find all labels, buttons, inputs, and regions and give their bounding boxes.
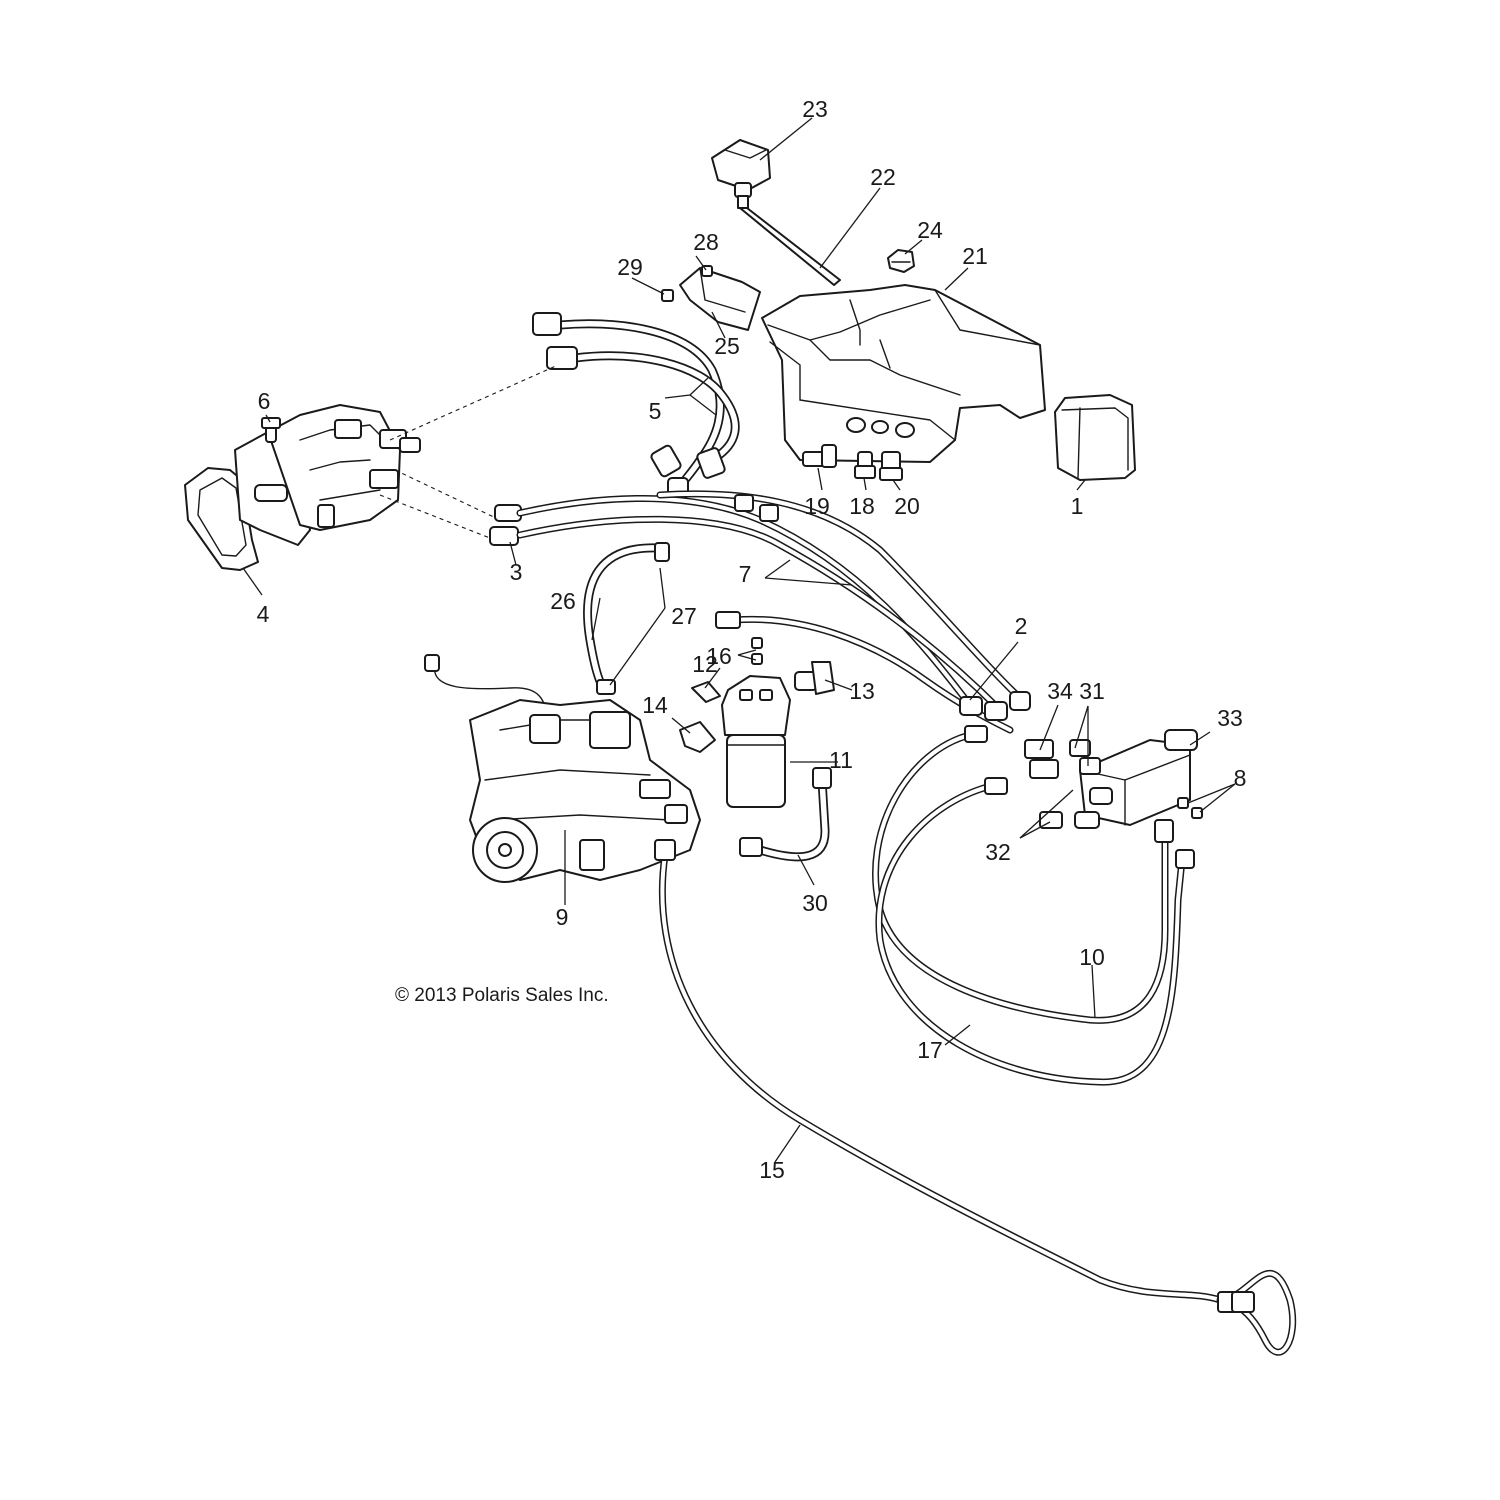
- callout-17: 17: [917, 1037, 943, 1063]
- part-23-dipstick-cap: [711, 139, 771, 209]
- part-8-bolts: [1177, 797, 1203, 819]
- part-22-dipstick: [739, 207, 841, 286]
- callout-30: 30: [802, 890, 828, 916]
- part-25-bracket: [679, 267, 761, 331]
- part-14-fitting: [679, 721, 716, 753]
- callout-9: 9: [556, 904, 569, 930]
- leader-lines: [242, 117, 1236, 1163]
- callout-25: 25: [714, 333, 740, 359]
- part-15-return-line: [654, 839, 1297, 1356]
- part-5-hoses: [532, 312, 740, 499]
- copyright-notice: © 2013 Polaris Sales Inc.: [395, 985, 609, 1006]
- callout-12: 12: [692, 651, 718, 677]
- callout-labels: 23 22 24 21 28 29 25 5 6 4 3 19 18 20 1 …: [257, 96, 1247, 1183]
- callout-26: 26: [550, 588, 576, 614]
- callout-34: 34: [1047, 678, 1073, 704]
- callout-15: 15: [759, 1157, 785, 1183]
- callout-3: 3: [510, 559, 523, 585]
- callout-20: 20: [894, 493, 920, 519]
- part-12-fitting: [691, 681, 721, 703]
- part-11-filter: [721, 675, 791, 808]
- callout-10: 10: [1079, 944, 1105, 970]
- callout-18: 18: [849, 493, 875, 519]
- part-18-fitting: [854, 451, 876, 479]
- callout-4: 4: [257, 601, 270, 627]
- callout-5: 5: [649, 398, 662, 424]
- callout-23: 23: [802, 96, 828, 122]
- callout-16: 16: [706, 643, 732, 669]
- part-9-injection-pump: [424, 654, 701, 883]
- dashed-guide-upper: [389, 364, 559, 441]
- callout-11: 11: [829, 747, 853, 773]
- callout-19: 19: [804, 493, 830, 519]
- callout-22: 22: [870, 164, 896, 190]
- part-26-hose: [583, 543, 665, 695]
- part-19-elbow-fitting: [802, 444, 837, 468]
- part-27-clamps: [596, 542, 670, 695]
- callout-27: 27: [671, 603, 697, 629]
- part-6-bolt: [261, 417, 281, 443]
- callout-8: 8: [1234, 765, 1247, 791]
- part-30-pipe: [739, 767, 832, 862]
- callout-13: 13: [849, 678, 875, 704]
- part-1-guard: [1054, 394, 1136, 481]
- callout-21: 21: [962, 243, 988, 269]
- part-10-17-hoses: [872, 725, 1195, 1086]
- part-21-reservoir-tank: [761, 284, 1046, 463]
- dashed-guide-lower: [394, 469, 501, 521]
- part-2-7-hose-bundle: [516, 490, 1031, 734]
- callout-2: 2: [1015, 613, 1028, 639]
- callout-29: 29: [617, 254, 643, 280]
- part-33-valve-block: [1074, 729, 1198, 829]
- part-31-fittings: [1069, 739, 1101, 775]
- dashed-guide-lower-2: [379, 494, 496, 541]
- part-34-tee: [1024, 739, 1059, 779]
- part-16-washers: [751, 637, 763, 665]
- part-20-fitting: [879, 451, 903, 481]
- callout-6: 6: [258, 388, 271, 414]
- callout-31: 31: [1079, 678, 1105, 704]
- part-24-breather: [887, 249, 915, 273]
- callout-7: 7: [739, 561, 752, 587]
- part-29-nut: [661, 289, 674, 302]
- callout-28: 28: [693, 229, 719, 255]
- part-13-elbow: [794, 661, 835, 695]
- callout-1: 1: [1071, 493, 1084, 519]
- part-3-fittings: [489, 504, 522, 546]
- callout-33: 33: [1217, 705, 1243, 731]
- callout-14: 14: [642, 692, 668, 718]
- callout-32: 32: [985, 839, 1011, 865]
- callout-24: 24: [917, 217, 943, 243]
